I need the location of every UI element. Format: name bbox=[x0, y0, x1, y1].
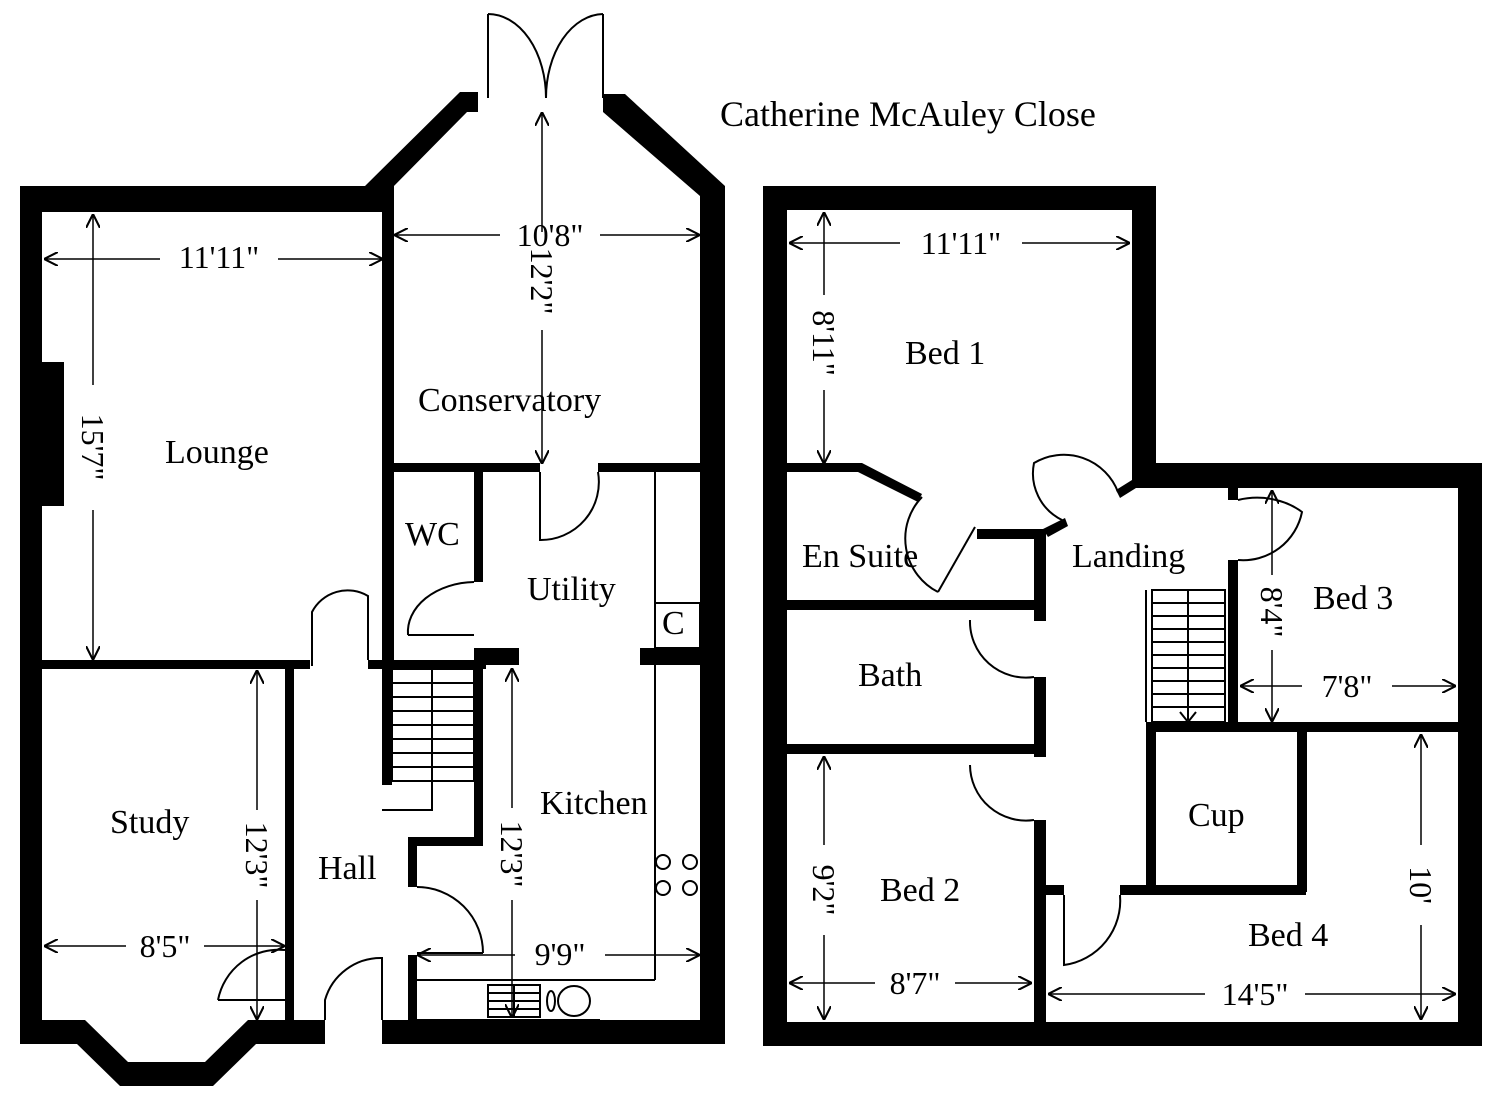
room-label-utility: Utility bbox=[527, 571, 616, 608]
room-label-bath: Bath bbox=[858, 657, 922, 694]
room-label-bed2: Bed 2 bbox=[880, 872, 960, 909]
chimney-breast bbox=[30, 362, 64, 506]
ground-floor: Lounge Conservatory WC Utility C Study H… bbox=[20, 13, 725, 1086]
first-floor-staircase bbox=[1145, 589, 1226, 724]
dimension-bed2-width: 8'7" bbox=[890, 965, 941, 1001]
kitchen-fittings bbox=[417, 472, 701, 1021]
plan-title: Catherine McAuley Close bbox=[720, 94, 1096, 134]
room-label-cup: Cup bbox=[1188, 797, 1245, 834]
dimension-bed1-length: 8'11" bbox=[806, 310, 842, 376]
room-label-kitchen: Kitchen bbox=[540, 785, 648, 822]
room-label-conservatory: Conservatory bbox=[418, 382, 601, 419]
dimension-bed2-length: 9'2" bbox=[806, 865, 842, 916]
first-floor-outer-walls bbox=[763, 186, 1482, 1046]
room-label-hall: Hall bbox=[318, 850, 377, 887]
dimension-conservatory-width: 10'8" bbox=[517, 217, 584, 253]
dimension-bed4-width: 14'5" bbox=[1222, 976, 1289, 1012]
ground-floor-interior-walls bbox=[42, 186, 702, 1020]
dimension-bed1-width: 11'11" bbox=[921, 225, 1001, 261]
room-label-wc: WC bbox=[405, 516, 460, 553]
ground-floor-outer-walls bbox=[20, 92, 725, 1086]
room-label-lounge: Lounge bbox=[165, 434, 269, 471]
dimension-lounge-width: 11'11" bbox=[179, 239, 259, 275]
ground-floor-dimension-lines bbox=[44, 112, 700, 1020]
ground-floor-staircase bbox=[382, 668, 475, 811]
room-label-bed3: Bed 3 bbox=[1313, 580, 1393, 617]
room-label-bed1: Bed 1 bbox=[905, 335, 985, 372]
washing-machine bbox=[557, 985, 591, 1017]
dimension-bed3-width: 7'8" bbox=[1322, 668, 1373, 704]
patio-doors bbox=[487, 13, 604, 99]
room-label-landing: Landing bbox=[1072, 538, 1185, 575]
first-floor-dimension-lines bbox=[789, 212, 1456, 1020]
room-label-bed4: Bed 4 bbox=[1248, 917, 1328, 954]
hob bbox=[655, 854, 698, 896]
room-label-study: Study bbox=[110, 804, 189, 841]
room-label-en-suite: En Suite bbox=[802, 538, 918, 575]
room-label-cupboard: C bbox=[662, 605, 685, 642]
first-floor-interior-walls bbox=[787, 463, 1458, 1022]
ground-floor-doors bbox=[217, 471, 600, 1020]
cupboard-outline bbox=[654, 602, 701, 649]
dimension-bed4-length: 10' bbox=[1403, 866, 1439, 904]
dimension-bed3-length: 8'4" bbox=[1254, 587, 1290, 638]
dimension-kitchen-length: 12'3" bbox=[494, 821, 530, 888]
dimension-conservatory-length: 12'2" bbox=[524, 248, 560, 315]
dimension-kitchen-width: 9'9" bbox=[535, 936, 586, 972]
dimension-study-width: 8'5" bbox=[140, 928, 191, 964]
dimension-lounge-length: 15'7" bbox=[75, 414, 111, 481]
first-floor: Bed 1 En Suite Landing Bed 3 Bath Cup Be… bbox=[763, 186, 1482, 1046]
dimension-study-length: 12'3" bbox=[239, 822, 275, 889]
first-floor-doors bbox=[904, 453, 1304, 967]
